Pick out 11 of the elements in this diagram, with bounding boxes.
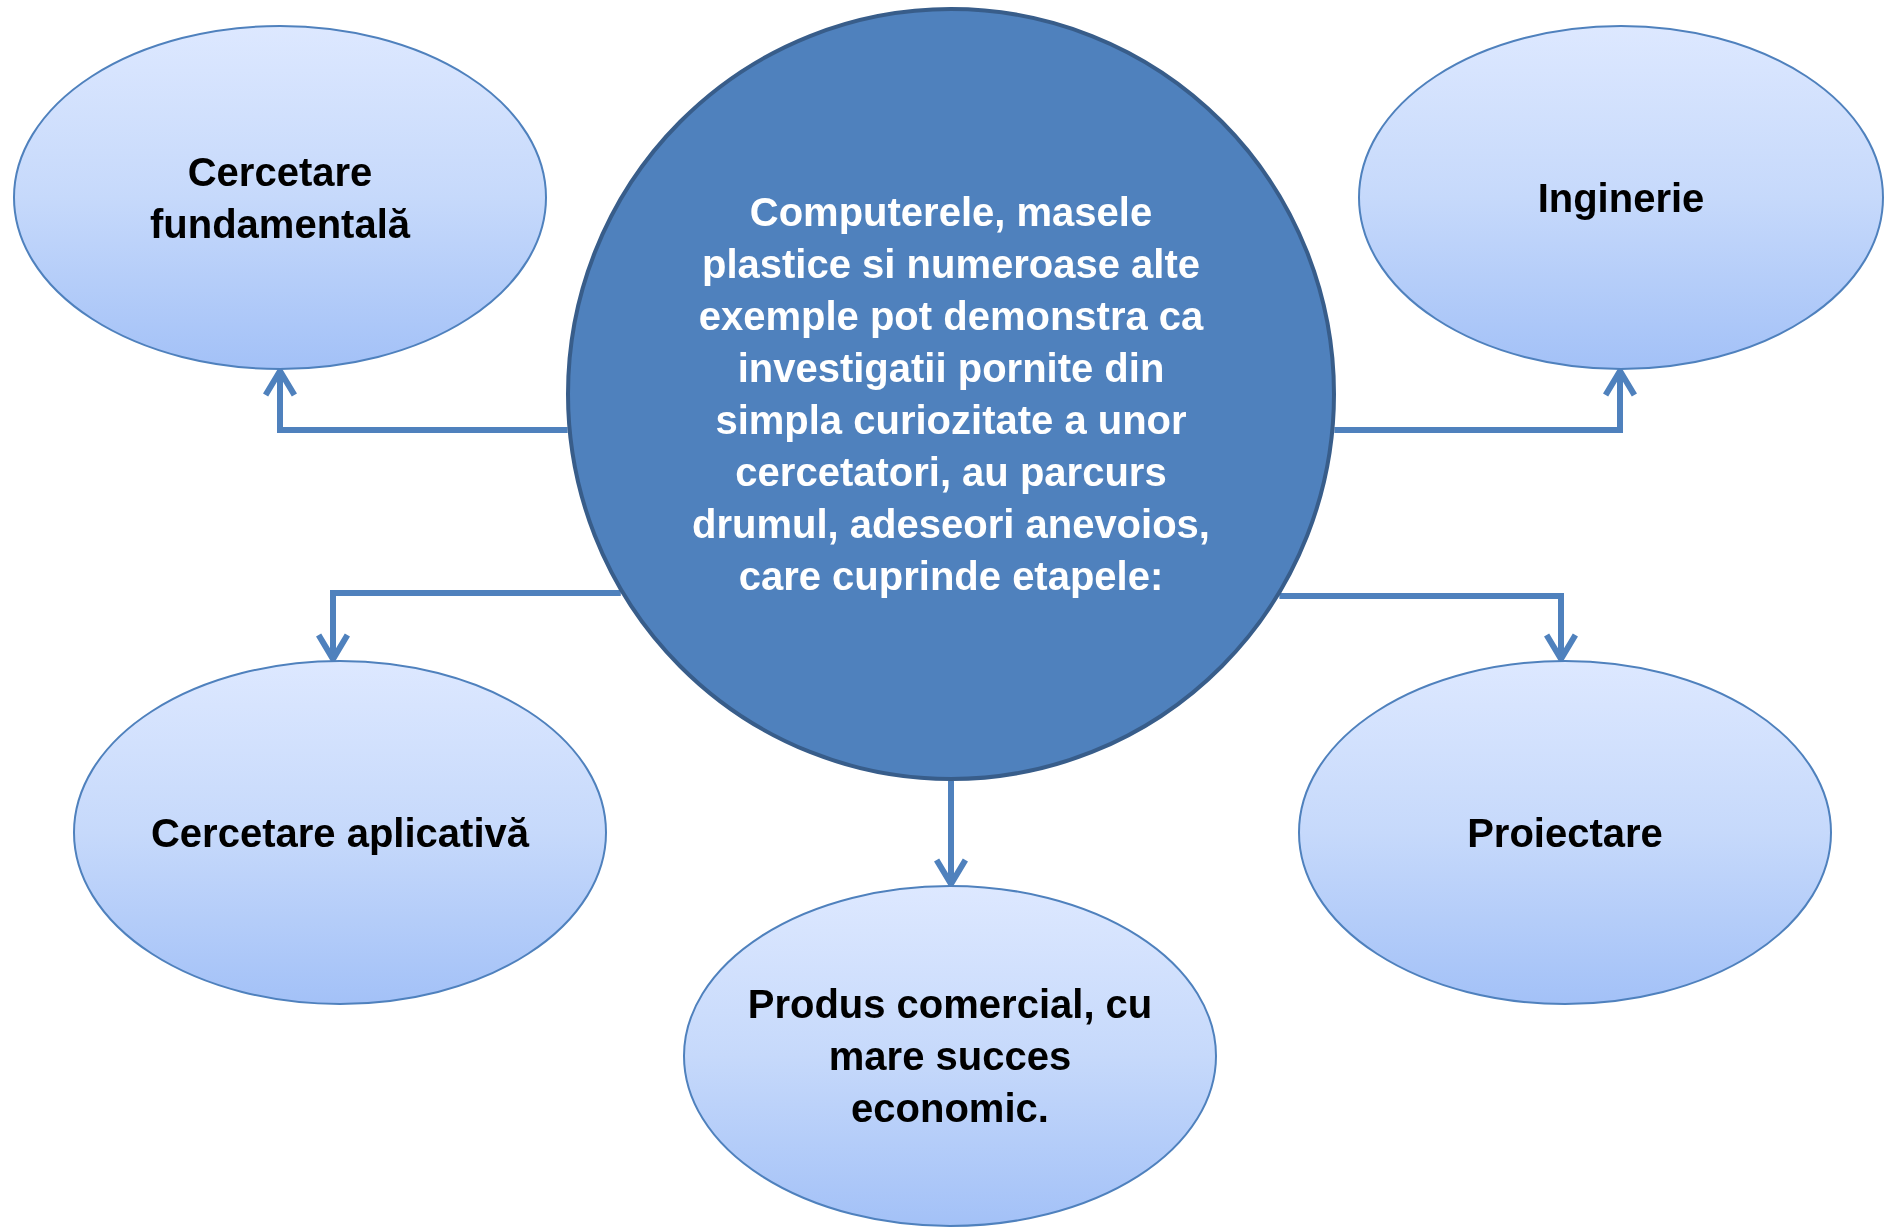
arrow <box>1279 593 1579 662</box>
stage-label: Cercetare fundamentală <box>148 148 412 248</box>
stage-label: Produs comercial, cu mare succes economic. <box>746 981 1154 1132</box>
arrow <box>315 590 621 663</box>
stage-label: Proiectare <box>1467 809 1663 857</box>
stage-label: Cercetare aplicativă <box>151 809 529 857</box>
arrow <box>933 781 969 887</box>
description-text: Computerele, masele plastice si numeroase alte exemple pot demonstra ca investigatii pornite din simpla curiozitate a unor cercetatori, au parcurs drumul, adeseori anevoios, care cuprinde etapele: <box>691 189 1211 600</box>
stage-label: Inginerie <box>1537 174 1705 222</box>
arrow <box>262 368 568 433</box>
arrow <box>1334 368 1638 433</box>
